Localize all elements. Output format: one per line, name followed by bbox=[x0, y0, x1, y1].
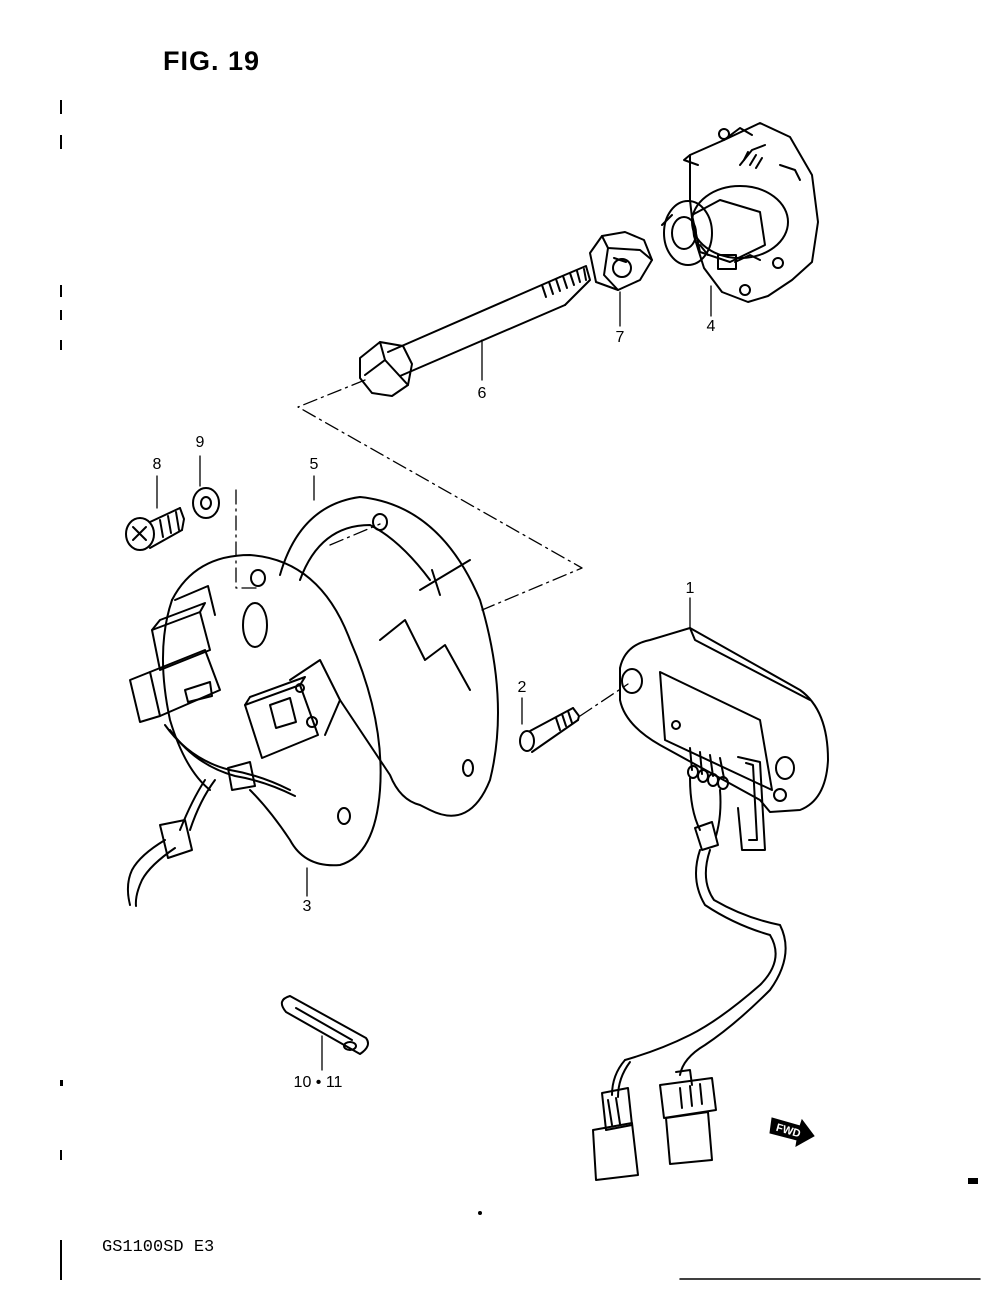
assembly-guide-lines bbox=[235, 379, 629, 717]
long-bolt bbox=[359, 265, 591, 397]
screw-2 bbox=[519, 707, 580, 753]
wire-clamp bbox=[280, 995, 369, 1055]
callout-3: 3 bbox=[302, 898, 312, 915]
callout-5: 5 bbox=[309, 456, 319, 473]
signal-rotor-advancer bbox=[661, 122, 819, 303]
pickup-base-plate bbox=[126, 554, 382, 907]
washer bbox=[192, 487, 220, 519]
callout-4: 4 bbox=[706, 318, 716, 335]
callout-7: 7 bbox=[615, 329, 625, 346]
callout-2: 2 bbox=[517, 679, 527, 696]
screw-8 bbox=[125, 507, 185, 551]
forward-direction-arrow: FWD bbox=[769, 1117, 815, 1147]
gasket-plate bbox=[279, 496, 499, 817]
callout-8: 8 bbox=[152, 456, 162, 473]
scan-marks bbox=[60, 100, 978, 1280]
callout-9: 9 bbox=[195, 434, 205, 451]
callout-6: 6 bbox=[477, 385, 487, 402]
figure-title: FIG. 19 bbox=[163, 46, 261, 76]
leader-lines bbox=[156, 285, 712, 1071]
callout-1: 1 bbox=[685, 580, 695, 597]
hex-nut bbox=[589, 231, 653, 291]
igniter-unit bbox=[592, 627, 829, 1181]
callout-10-11: 10 • 11 bbox=[293, 1074, 343, 1091]
model-code: GS1100SD E3 bbox=[102, 1238, 215, 1257]
